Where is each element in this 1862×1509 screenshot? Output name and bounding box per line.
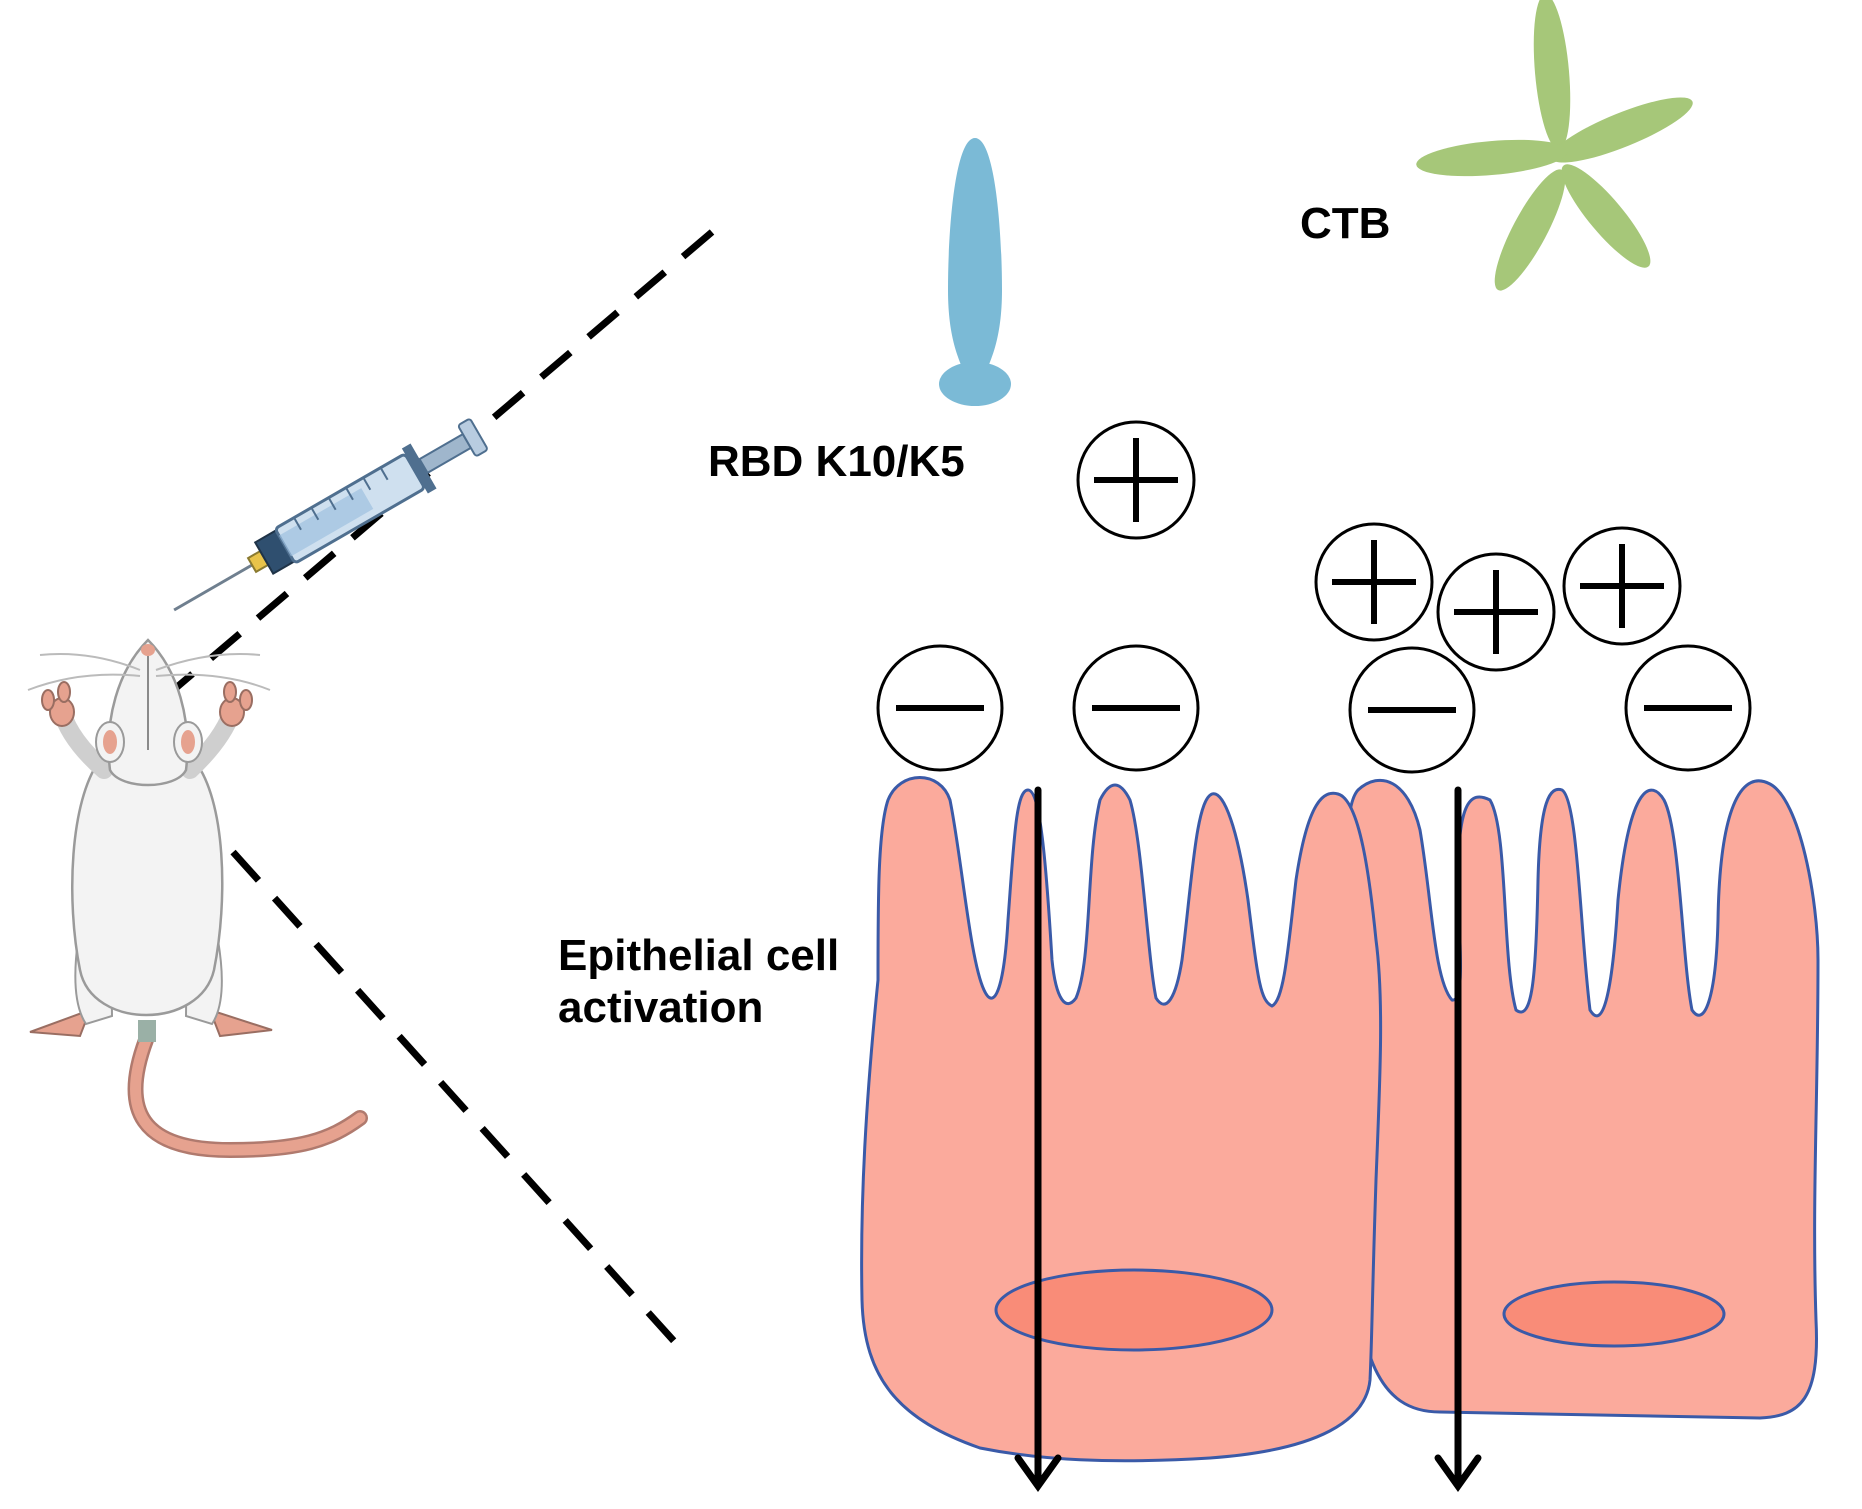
epithelial-cell-right xyxy=(1345,779,1820,1420)
uptake-arrow-left xyxy=(1014,786,1062,1493)
positive-charge xyxy=(1314,522,1434,642)
negative-charge xyxy=(1624,644,1752,772)
negative-charge xyxy=(876,644,1004,772)
negative-charge xyxy=(1072,644,1200,772)
positive-charge xyxy=(1076,420,1196,540)
positive-charge xyxy=(1562,526,1682,646)
mouse-icon xyxy=(27,638,368,1159)
ctb-molecule-icon xyxy=(1416,0,1693,291)
field-of-view-lines xyxy=(147,229,715,1353)
epithelial-label-line2: activation xyxy=(558,983,763,1032)
epithelial-cells xyxy=(860,776,1820,1463)
positive-charge xyxy=(1436,552,1556,672)
epithelial-cell-left xyxy=(860,776,1383,1463)
rbd-label: RBD K10/K5 xyxy=(708,437,965,486)
ctb-label: CTB xyxy=(1300,199,1390,248)
epithelial-label-line1: Epithelial cell xyxy=(558,931,839,980)
syringe-icon xyxy=(173,418,488,612)
uptake-arrow-right xyxy=(1434,786,1482,1493)
negative-charge xyxy=(1348,646,1476,774)
nucleus-right xyxy=(1502,1280,1726,1348)
rbd-molecule-icon xyxy=(939,138,1011,406)
nucleus-left xyxy=(994,1268,1274,1352)
